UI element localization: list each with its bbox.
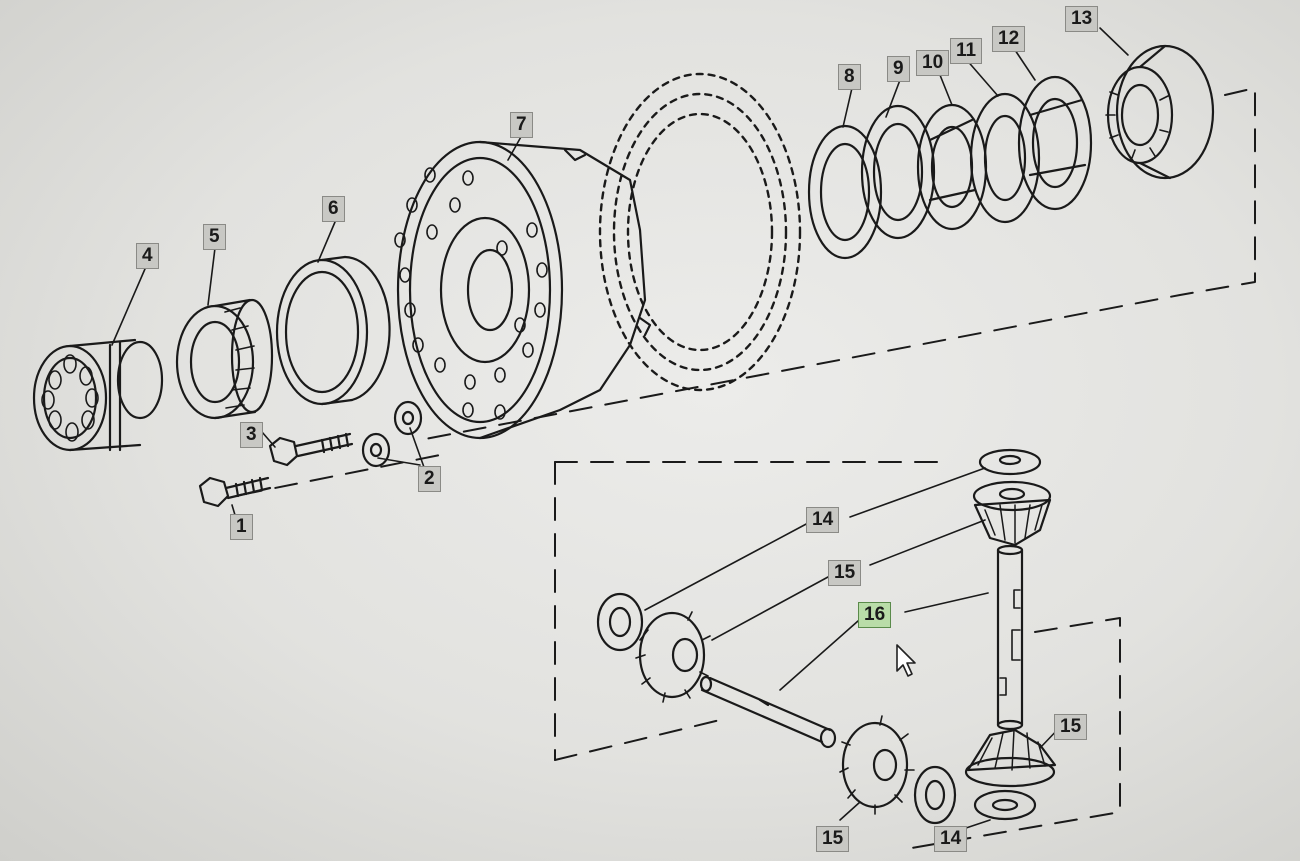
part-14-washer-left <box>596 592 644 652</box>
callout-15-upper: 15 <box>828 560 862 586</box>
part-14-washer-top <box>978 448 1042 476</box>
callout-4: 4 <box>136 243 159 269</box>
callout-14-top: 14 <box>806 507 840 533</box>
callout-16: 16 <box>858 602 892 628</box>
part-15-gear-bottom <box>839 715 915 815</box>
part-11-disc <box>969 92 1041 224</box>
part-16-shaft-horizontal <box>699 675 837 749</box>
callout-1: 1 <box>230 514 253 540</box>
part-12-disc <box>1017 75 1093 211</box>
callout-15-bottom: 15 <box>816 826 850 852</box>
part-15-gear-top <box>972 480 1052 547</box>
mouse-pointer-icon <box>896 644 916 677</box>
part-3-bolt <box>268 432 354 467</box>
callout-15-right: 15 <box>1054 714 1088 740</box>
part-8-disc <box>807 124 883 260</box>
part-7-differential-case <box>394 140 652 440</box>
callout-5: 5 <box>203 224 226 250</box>
part-14-washer-right <box>913 765 957 825</box>
callout-10: 10 <box>916 50 950 76</box>
part-14-washer-bottom <box>973 789 1037 821</box>
part-15-gear-left <box>635 611 711 703</box>
part-2-washers <box>361 400 423 468</box>
callout-13: 13 <box>1065 6 1099 32</box>
assembly-guide-lines <box>239 87 1256 851</box>
part-9-disc <box>860 104 936 240</box>
part-15-gear-right <box>964 728 1057 788</box>
callout-12: 12 <box>992 26 1026 52</box>
callout-6: 6 <box>322 196 345 222</box>
callout-3: 3 <box>240 422 263 448</box>
callout-2: 2 <box>418 466 441 492</box>
callout-7: 7 <box>510 112 533 138</box>
part-6-bearing-cup <box>275 255 391 406</box>
callout-11: 11 <box>950 38 983 64</box>
callout-9: 9 <box>887 56 910 82</box>
callout-14-bottom: 14 <box>934 826 968 852</box>
leader-lines <box>111 27 1129 831</box>
part-16-shaft-vertical <box>996 544 1024 731</box>
callout-8: 8 <box>838 64 861 90</box>
ring-gear-dashed <box>598 72 802 392</box>
part-4-coupler <box>32 338 164 452</box>
part-5-bearing <box>175 298 274 420</box>
part-1-bolt <box>198 476 272 508</box>
part-13-gear-hub <box>1105 44 1215 180</box>
